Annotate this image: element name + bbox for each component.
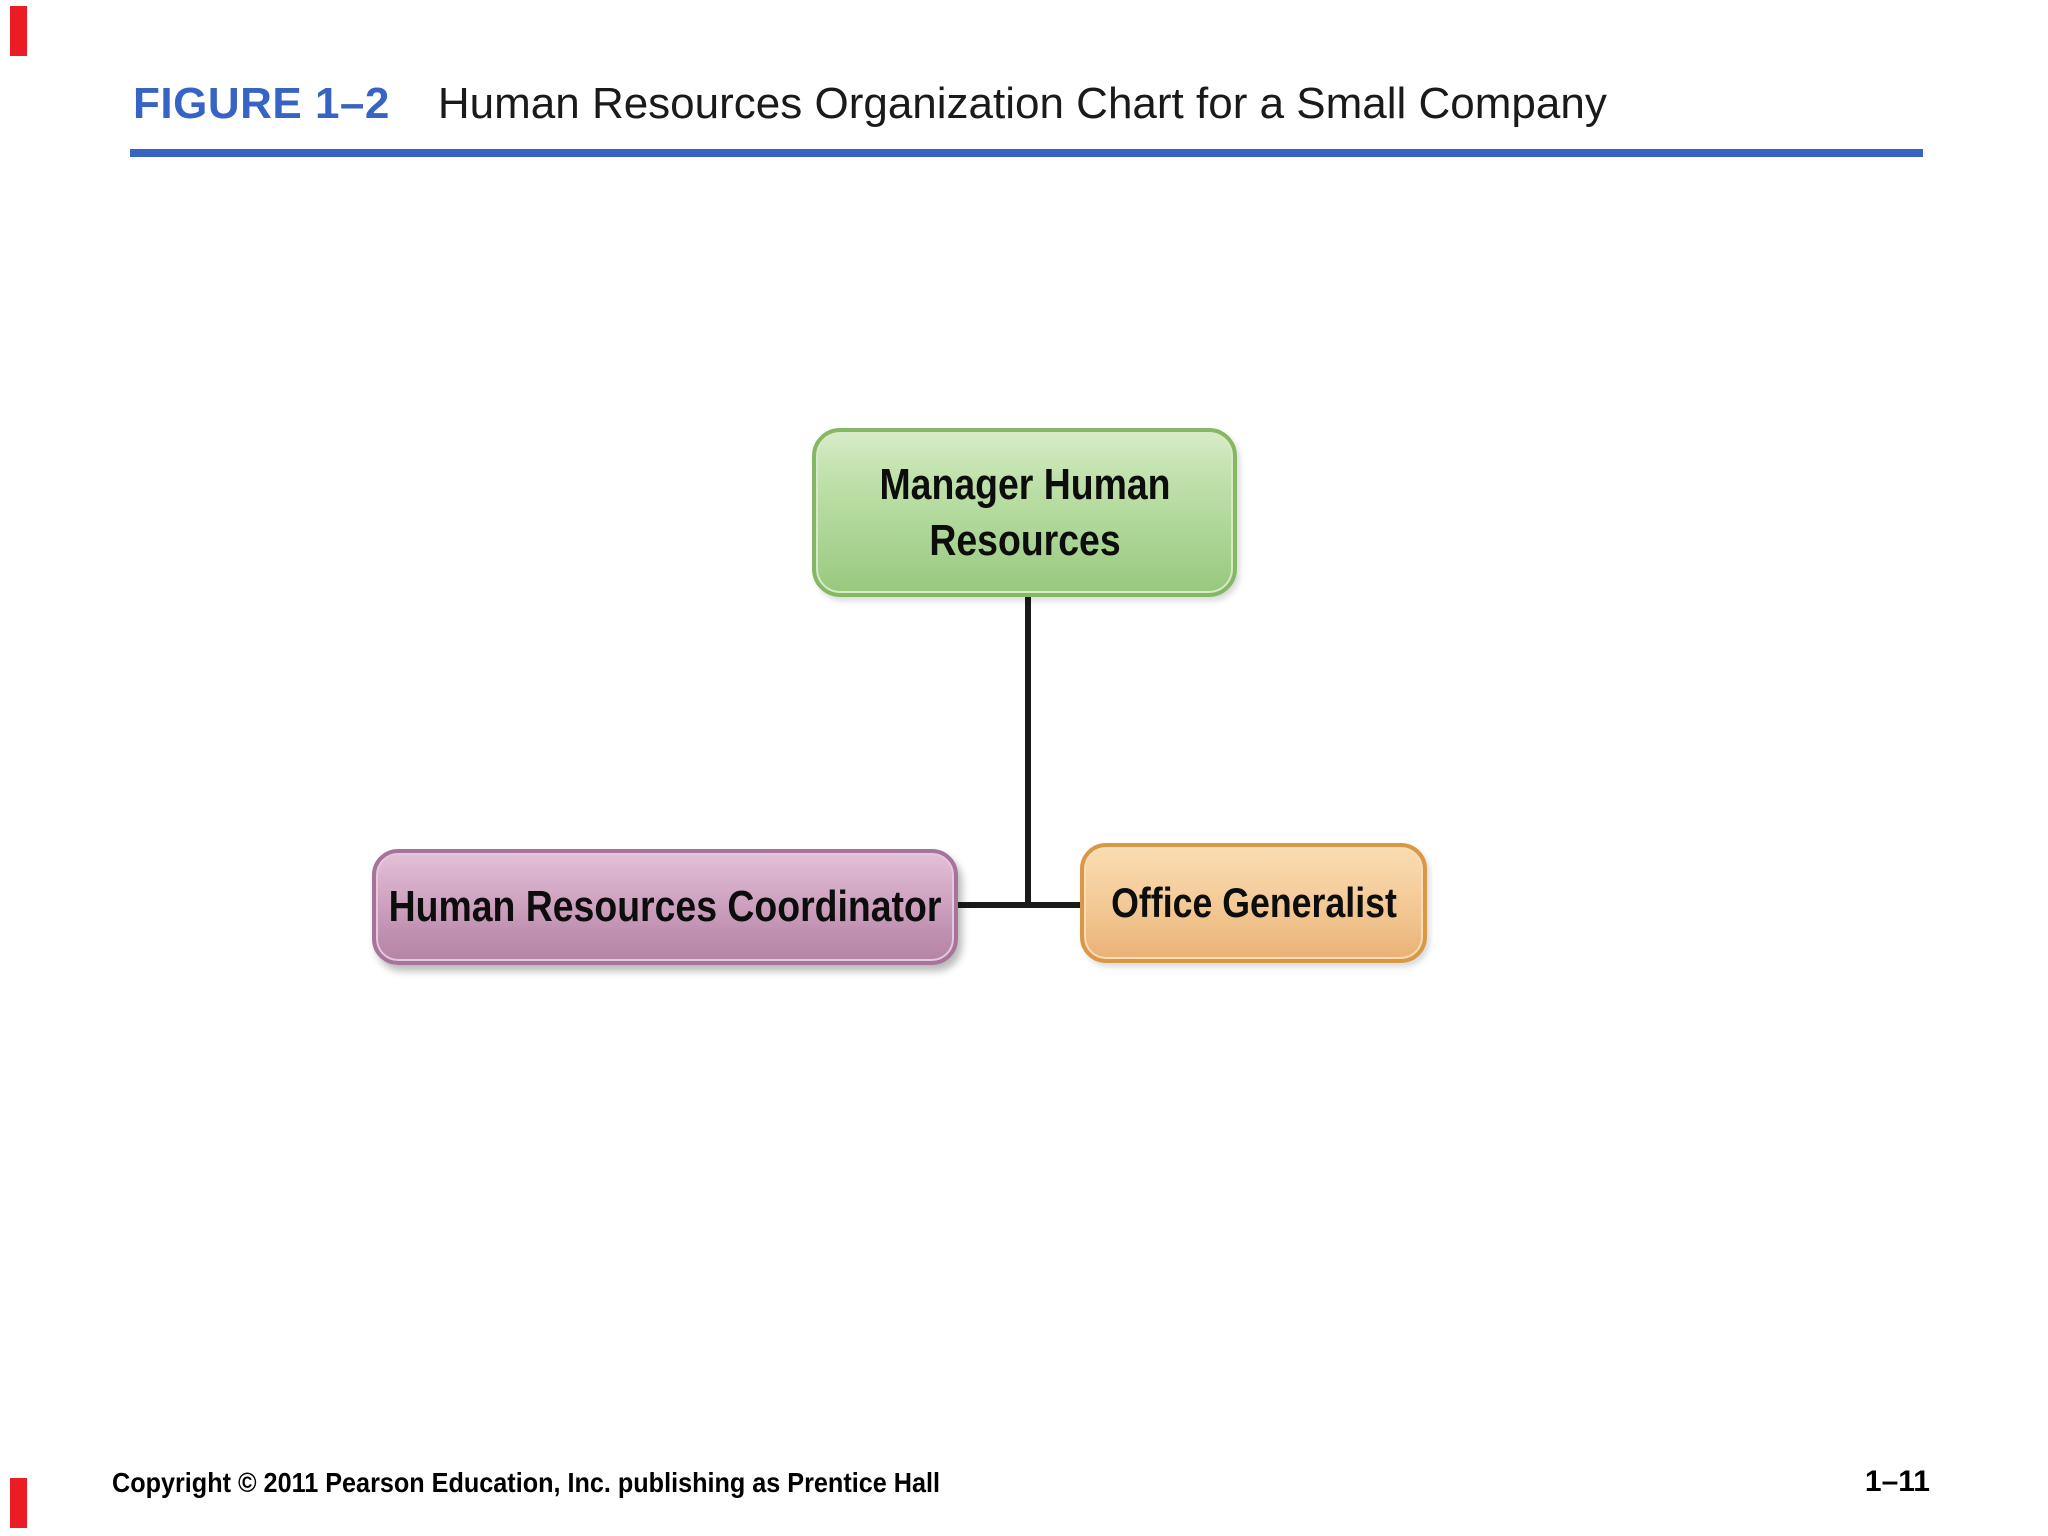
figure-label: FIGURE 1–2 <box>133 79 390 128</box>
title-underline <box>130 149 1923 157</box>
node-label-manager-human-resources: Manager Human Resources <box>879 459 1170 565</box>
slide-edge-mark-bottom <box>10 1478 27 1528</box>
org-node-manager-human-resources: Manager Human Resources <box>812 428 1237 597</box>
connector-manager-vertical <box>1025 595 1031 908</box>
org-node-office-generalist: Office Generalist <box>1080 843 1427 963</box>
node-label-office-generalist: Office Generalist <box>1110 879 1397 926</box>
node-label-human-resources-coordinator: Human Resources Coordinator <box>388 882 942 931</box>
org-node-human-resources-coordinator: Human Resources Coordinator <box>372 849 958 965</box>
page-number: 1–11 <box>1864 1465 1930 1498</box>
copyright-text: Copyright © 2011 Pearson Education, Inc.… <box>112 1467 940 1498</box>
figure-title: Human Resources Organization Chart for a… <box>437 79 1607 128</box>
connector-children-horizontal <box>956 902 1082 908</box>
slide-edge-mark-top <box>10 6 27 56</box>
figure-header: FIGURE 1–2 Human Resources Organization C… <box>133 78 1607 130</box>
